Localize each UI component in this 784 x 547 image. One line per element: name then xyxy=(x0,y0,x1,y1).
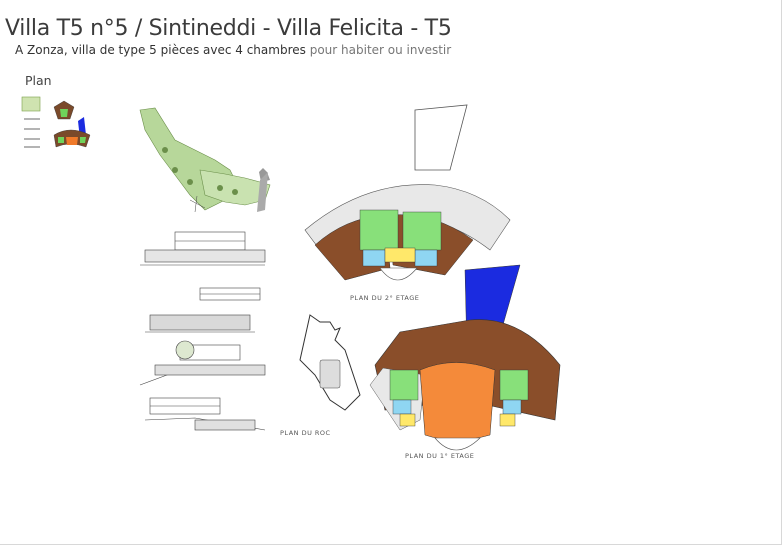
page-subtitle: A Zonza, villa de type 5 pièces avec 4 c… xyxy=(15,43,451,57)
plan-second-floor: PLAN DU 2° ETAGE xyxy=(304,104,511,302)
elevations xyxy=(139,231,266,431)
caption-first-floor: PLAN DU 1° ETAGE xyxy=(405,452,474,460)
plan-thumbnail[interactable] xyxy=(20,95,102,155)
plan-first-floor: PLAN DU 1° ETAGE xyxy=(369,264,561,460)
plan-drawing[interactable]: PLAN DU 2° ETAGE PLAN DU ROC PLAN DU 1° … xyxy=(135,100,565,470)
subtitle-secondary: pour habiter ou investir xyxy=(309,43,452,57)
caption-second-floor: PLAN DU 2° ETAGE xyxy=(350,294,419,302)
page-title: Villa T5 n°5 / Sintineddi - Villa Felici… xyxy=(5,16,452,41)
section-label-plan: Plan xyxy=(25,73,52,88)
subtitle-main: A Zonza, villa de type 5 pièces avec 4 c… xyxy=(15,43,306,57)
caption-roc: PLAN DU ROC xyxy=(280,429,331,437)
plan-roc: PLAN DU ROC xyxy=(280,314,361,437)
site-map xyxy=(139,107,271,213)
